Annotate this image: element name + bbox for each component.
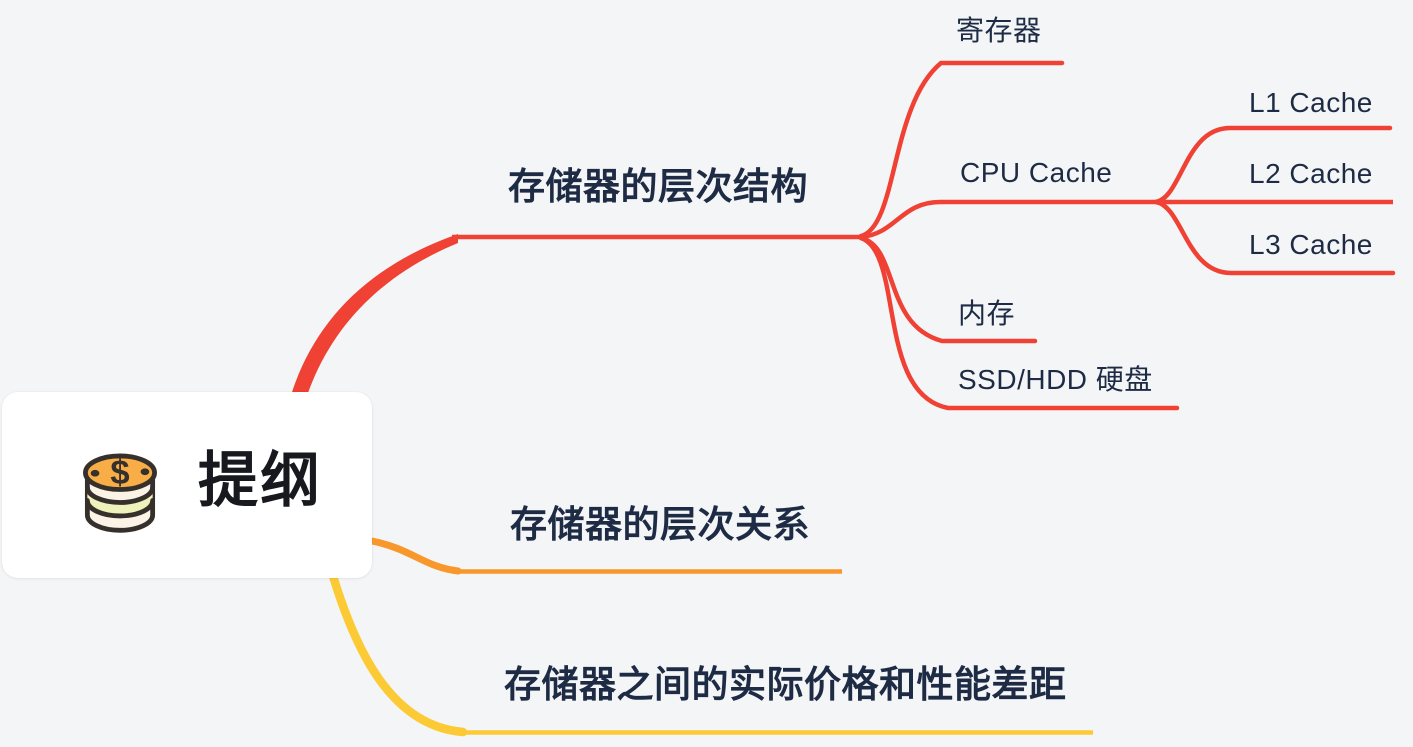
branch2-trunk-line: [368, 537, 462, 575]
cpucache-child-l3-line: [1153, 199, 1396, 276]
node-l1-cache[interactable]: L1 Cache: [1249, 87, 1373, 118]
svg-text:$: $: [110, 454, 129, 492]
root-node[interactable]: $ 提纲: [2, 392, 372, 578]
root-node-label: 提纲: [198, 447, 322, 514]
node-ssd-hdd-disk[interactable]: SSD/HDD 硬盘: [958, 364, 1153, 395]
branch1-child-cpucache-line: [858, 199, 1159, 240]
branch3-trunk-line: [328, 571, 468, 737]
node-cpu-cache[interactable]: CPU Cache: [960, 157, 1113, 188]
node-memory-price-performance-gap[interactable]: 存储器之间的实际价格和性能差距: [504, 664, 1067, 705]
coin-stack-icon: $: [83, 453, 157, 533]
branch1-child-ssd-line: [858, 235, 1180, 411]
node-memory[interactable]: 内存: [958, 298, 1016, 329]
cpucache-child-l1-line: [1153, 125, 1393, 205]
node-l3-cache[interactable]: L3 Cache: [1249, 229, 1373, 260]
node-l2-cache[interactable]: L2 Cache: [1249, 158, 1373, 189]
node-memory-hierarchy-structure[interactable]: 存储器的层次结构: [508, 166, 808, 207]
node-memory-hierarchy-relationship[interactable]: 存储器的层次关系: [510, 504, 810, 545]
node-register[interactable]: 寄存器: [956, 15, 1042, 46]
branch1-child-register-line: [858, 60, 1065, 239]
